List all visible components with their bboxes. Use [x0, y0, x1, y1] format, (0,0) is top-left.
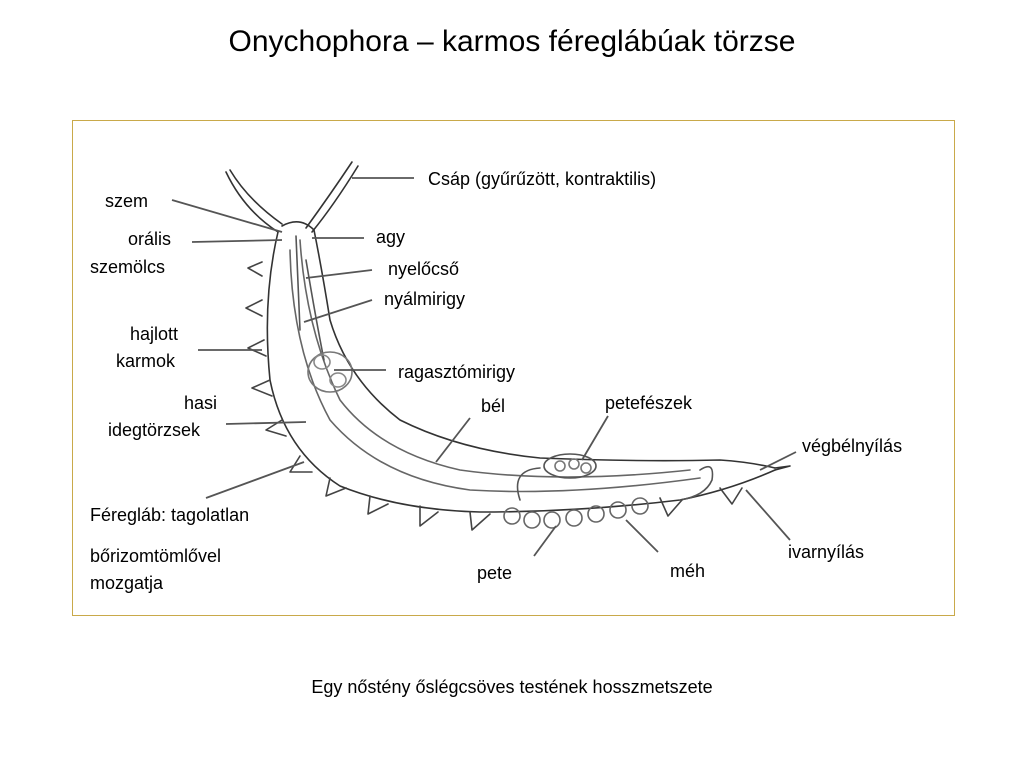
page-title: Onychophora – karmos féreglábúak törzse [228, 25, 796, 58]
eggs [503, 497, 649, 529]
pharynx [295, 235, 301, 331]
label-karmok: karmok [116, 351, 176, 371]
leader-nyelocso [305, 269, 373, 279]
leader-meh [625, 519, 659, 553]
label-hasi: hasi [184, 393, 218, 413]
label-bel: bél [481, 396, 506, 416]
antenna-left-back [225, 171, 279, 233]
leader-petefeszek [581, 415, 609, 461]
label-borizom: bőrizomtömlővel [90, 546, 222, 566]
label-hajlott: hajlott [130, 324, 179, 344]
leader-pete [533, 525, 557, 557]
legs [245, 261, 743, 531]
label-nyalmirigy: nyálmirigy [384, 289, 466, 309]
label-meh: méh [670, 561, 706, 581]
leader-oralis [191, 239, 283, 243]
leader-vegbel [759, 451, 797, 471]
uterus [516, 465, 714, 501]
leader-lines [171, 177, 797, 557]
label-petefeszek: petefészek [605, 393, 693, 413]
label-fereglab: Féregláb: tagolatlan [90, 505, 250, 525]
body-dorsal-outline [281, 221, 776, 469]
antenna-right-back [311, 165, 359, 233]
slime-gland [307, 351, 353, 393]
label-oralis: orális [128, 229, 172, 249]
label-szem: szem [105, 191, 149, 211]
salivary-gland [305, 259, 325, 361]
label-szemolcs: szemölcs [90, 257, 166, 277]
label-ivar: ivarnyílás [788, 542, 865, 562]
label-nyelocso: nyelőcső [388, 259, 460, 279]
animal-body [225, 161, 791, 531]
label-vegbel: végbélnyílás [802, 436, 903, 456]
label-idegtorzsek: idegtörzsek [108, 420, 201, 440]
figure-caption: Egy nőstény őslégcsöves testének hosszme… [311, 677, 713, 697]
antenna-right [305, 161, 353, 229]
leader-ivar [745, 489, 791, 541]
label-ragaszto: ragasztómirigy [398, 362, 516, 382]
leader-szem [171, 199, 283, 233]
gut [299, 239, 691, 478]
label-mozgatja: mozgatja [90, 573, 164, 593]
leader-nyalmirigy [303, 299, 373, 323]
gut-lower [289, 249, 701, 493]
leader-fereglab [205, 461, 305, 499]
label-agy: agy [376, 227, 406, 247]
antenna-left [229, 169, 283, 225]
diagram-frame [72, 120, 955, 616]
posterior-tip [774, 465, 791, 471]
leader-bel [435, 417, 471, 463]
label-csap: Csáp (gyűrűzött, kontraktilis) [428, 169, 657, 189]
leader-hasi [225, 421, 307, 425]
label-pete: pete [477, 563, 513, 583]
ovary [543, 453, 597, 479]
